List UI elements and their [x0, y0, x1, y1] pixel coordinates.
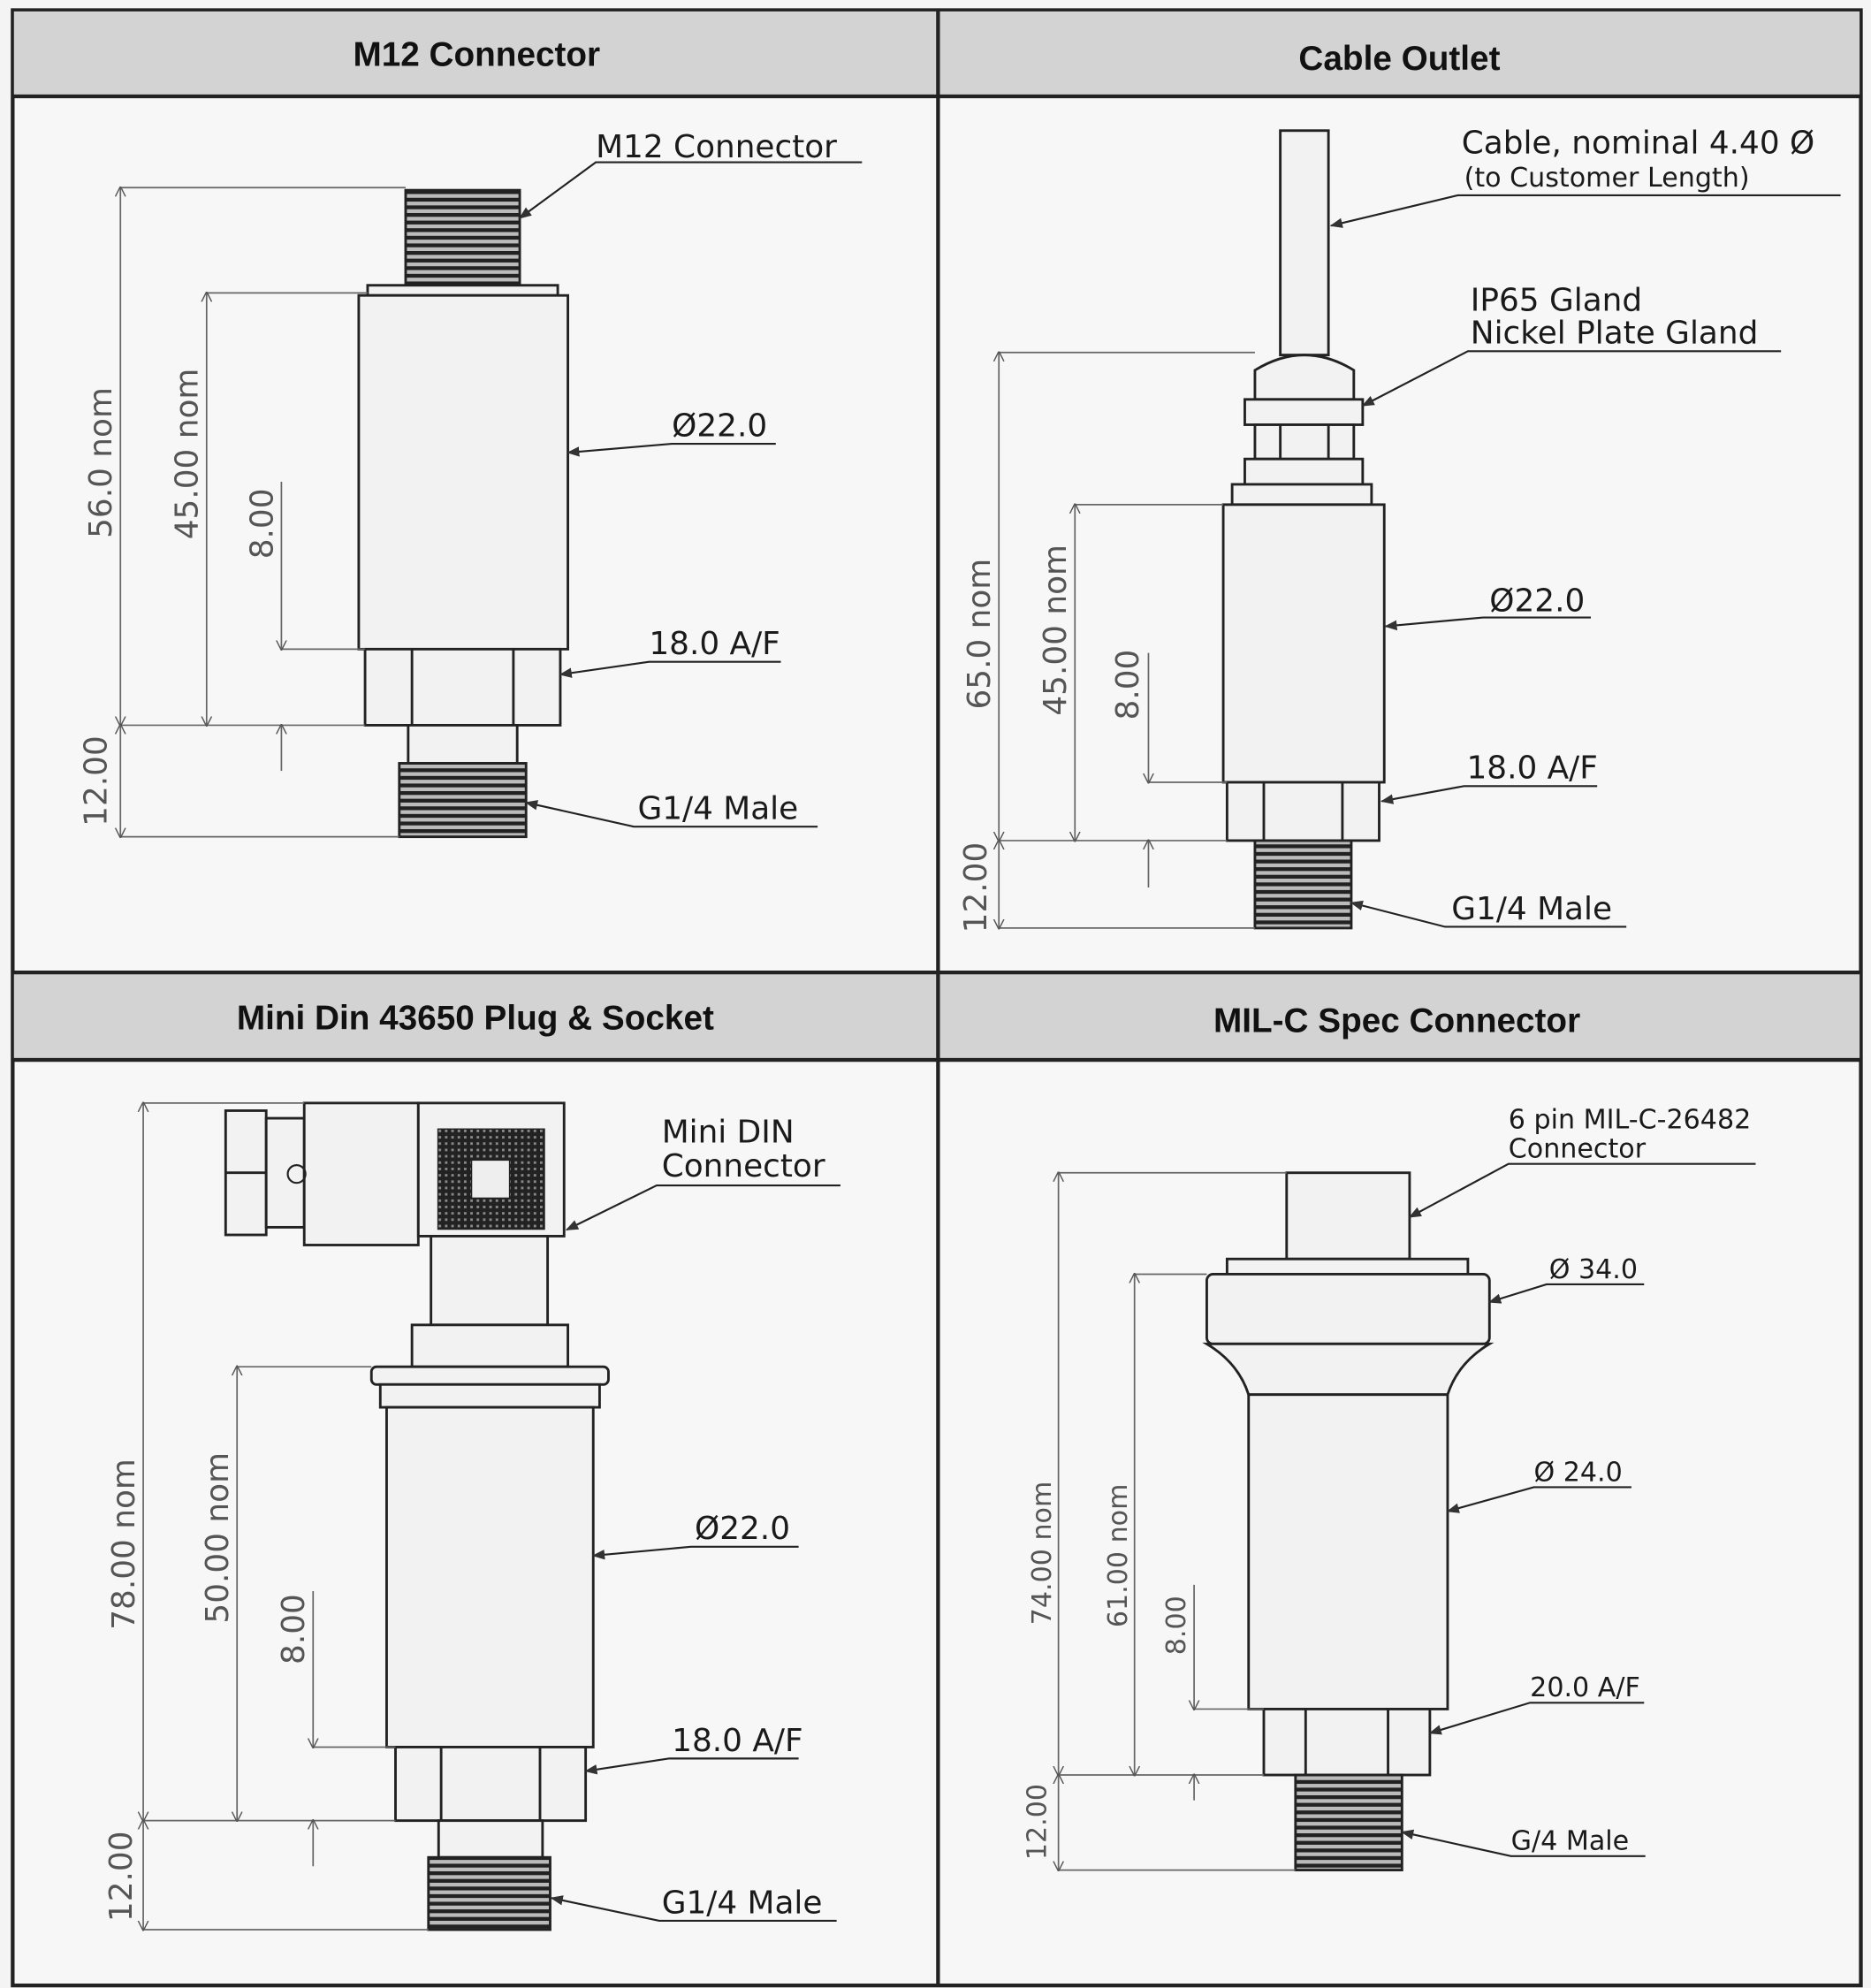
- callout-cable-thread: G1/4 Male: [1451, 891, 1612, 927]
- callout-milc-diameter: Ø 24.0: [1533, 1457, 1622, 1488]
- dim-cable-hex: 8.00: [1110, 650, 1146, 720]
- dim-m12-overall: 56.0 nom: [83, 387, 119, 538]
- table-frame: [11, 8, 1863, 1988]
- callout-gland-line2: Nickel Plate Gland: [1471, 316, 1759, 352]
- callout-din-diameter: Ø22.0: [695, 1511, 790, 1547]
- callout-cable-diameter: Ø22.0: [1489, 583, 1585, 619]
- dim-din-body: 50.00 nom: [200, 1452, 236, 1624]
- mini-din-sensor-drawing: [143, 1101, 840, 1930]
- dim-m12-thread: 12.00: [78, 735, 114, 826]
- callout-milc-flange: Ø 34.0: [1549, 1254, 1638, 1285]
- cable-sensor-drawing: [999, 129, 1841, 930]
- panel-title-m12: M12 Connector: [353, 36, 600, 74]
- callout-gland-line1: IP65 Gland: [1471, 282, 1642, 318]
- callout-m12-thread: G1/4 Male: [637, 791, 798, 827]
- m12-sensor-drawing: [120, 161, 863, 839]
- dim-din-thread: 12.00: [103, 1831, 140, 1922]
- callout-m12-hex: 18.0 A/F: [649, 626, 780, 662]
- dim-cable-body: 45.00 nom: [1038, 545, 1074, 716]
- dim-din-overall: 78.00 nom: [106, 1459, 142, 1630]
- dim-cable-overall: 65.0 nom: [962, 559, 998, 710]
- callout-milc-line1: 6 pin MIL-C-26482: [1509, 1105, 1752, 1136]
- dim-milc-body: 61.00 nom: [1103, 1484, 1134, 1628]
- callout-cable-line1: Cable, nominal 4.40 Ø: [1462, 126, 1815, 162]
- callout-m12-connector: M12 Connector: [596, 129, 837, 165]
- panel-title-mini-din: Mini Din 43650 Plug & Socket: [237, 1000, 714, 1038]
- panel-title-cable: Cable Outlet: [1298, 40, 1500, 78]
- dim-din-hex: 8.00: [276, 1594, 312, 1664]
- milc-sensor-drawing: [1059, 1162, 1756, 1872]
- callout-milc-hex: 20.0 A/F: [1530, 1672, 1640, 1703]
- dim-cable-thread: 12.00: [958, 842, 994, 933]
- callout-milc-line2: Connector: [1509, 1134, 1647, 1165]
- callout-din-thread: G1/4 Male: [662, 1885, 823, 1921]
- callout-cable-hex: 18.0 A/F: [1466, 750, 1597, 787]
- dim-milc-hex: 8.00: [1161, 1596, 1192, 1655]
- panel-title-milc: MIL-C Spec Connector: [1213, 1002, 1580, 1040]
- callout-din-line1: Mini DIN: [662, 1114, 795, 1150]
- callout-m12-diameter: Ø22.0: [672, 408, 767, 444]
- dim-m12-body: 45.00 nom: [170, 369, 206, 540]
- dim-milc-thread: 12.00: [1022, 1784, 1053, 1860]
- dim-milc-overall: 74.00 nom: [1027, 1481, 1058, 1626]
- callout-din-hex: 18.0 A/F: [672, 1723, 802, 1759]
- callout-din-line2: Connector: [662, 1148, 825, 1184]
- callout-milc-thread: G/4 Male: [1511, 1826, 1630, 1857]
- callout-cable-line2: (to Customer Length): [1464, 163, 1750, 194]
- dim-m12-hex: 8.00: [244, 488, 280, 559]
